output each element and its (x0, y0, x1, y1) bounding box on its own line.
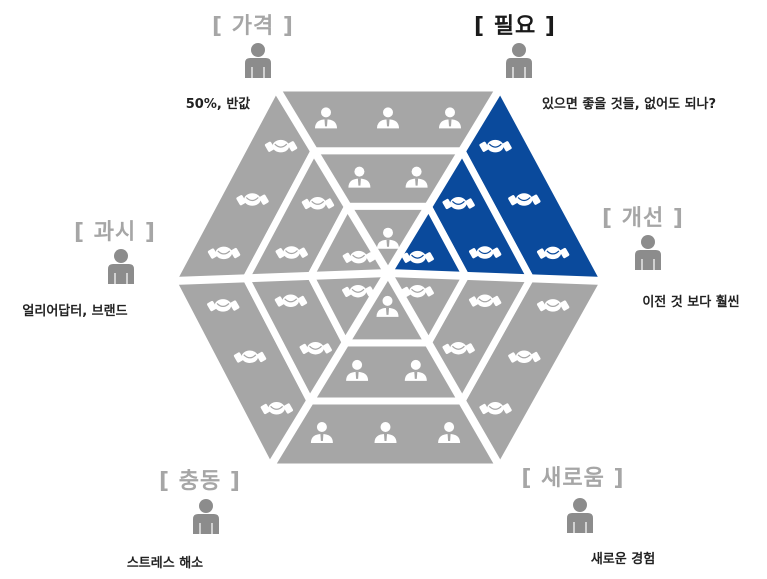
wedge-divider (384, 85, 504, 276)
category-desc-price: 50%, 반값 (185, 97, 251, 112)
category-label-novelty: [ 새로움 ] (521, 466, 625, 491)
category-desc-improve: 이전 것 보다 훨씬 (642, 295, 740, 310)
category-desc-need: 있으면 좋을 것들, 없어도 되나? (541, 97, 717, 112)
wedge-divider (384, 271, 504, 469)
category-label-need: [ 필요 ] (474, 14, 556, 39)
category-desc-novelty: 새로운 경험 (590, 552, 656, 567)
category-label-price: [ 가격 ] (212, 14, 294, 39)
person-icon (567, 498, 593, 533)
wedge-divider (172, 269, 389, 285)
person-icon (635, 235, 661, 270)
wedge-divider (387, 269, 605, 285)
category-desc-showoff: 얼리어답터, 브랜드 (22, 304, 128, 319)
person-icon (506, 43, 532, 78)
category-label-impulse: [ 충동 ] (159, 469, 241, 494)
person-icon (193, 499, 219, 534)
category-label-improve: [ 개선 ] (602, 206, 684, 231)
category-desc-impulse: 스트레스 해소 (126, 556, 204, 571)
person-icon (245, 43, 271, 78)
wedge-divider (272, 85, 392, 276)
wedge-divider (266, 270, 392, 470)
person-icon (108, 249, 134, 284)
category-label-showoff: [ 과시 ] (74, 220, 156, 245)
segment-group (167, 80, 610, 475)
